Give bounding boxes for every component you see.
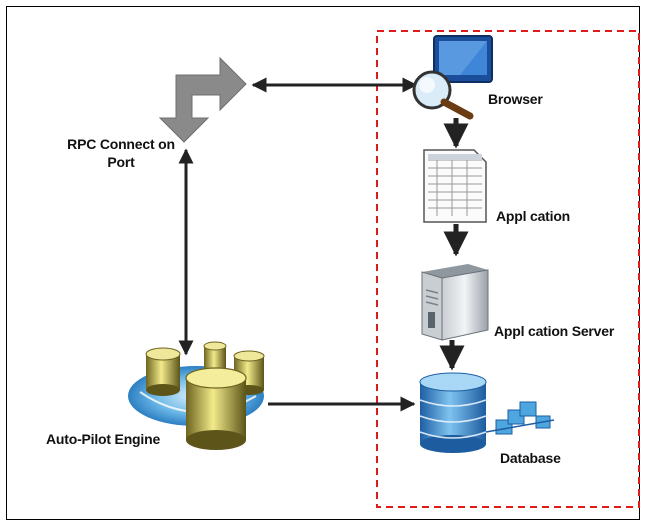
rpc-port-label-line2: Port <box>107 154 135 170</box>
spreadsheet-document-icon <box>423 149 487 223</box>
database-label: Database <box>500 450 561 466</box>
turn-arrow-icon <box>158 56 247 143</box>
database-cylinder-icon <box>419 372 555 453</box>
app-server-label: Appl cation Server <box>494 323 615 339</box>
system-boundary <box>376 30 640 508</box>
browser-label: Browser <box>488 91 543 107</box>
server-tower-icon <box>421 264 489 341</box>
browser-magnifier-icon <box>412 35 493 120</box>
autopilot-engine-label: Auto-Pilot Engine <box>46 431 161 447</box>
database-cluster-icon <box>128 341 265 450</box>
rpc-port-label-line1: RPC Connect on <box>67 136 175 152</box>
application-label: Appl cation <box>496 208 571 224</box>
